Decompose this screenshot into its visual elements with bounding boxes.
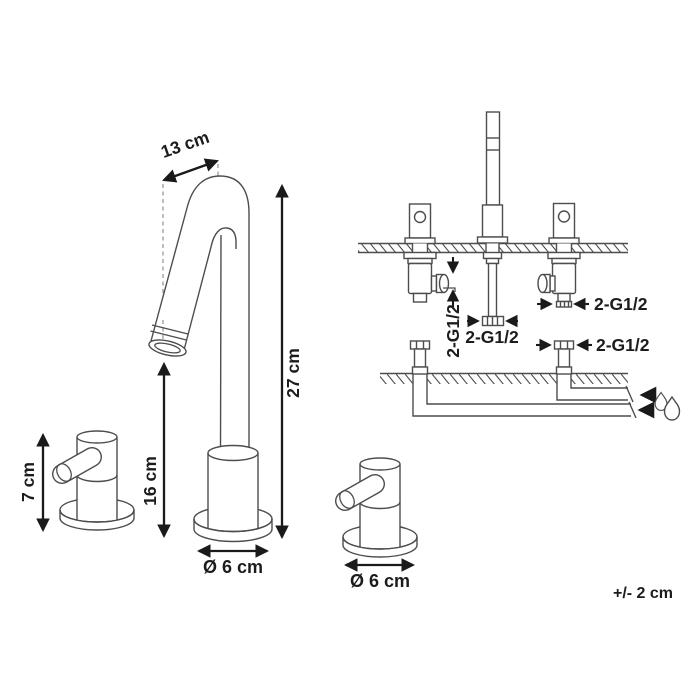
connection-label-right-valve: 2-G1/2 (594, 294, 648, 314)
spout-base-diameter-label: Ø 6 cm (203, 557, 263, 577)
pipe-break-mark (625, 385, 634, 403)
handle-height-label: 7 cm (18, 462, 38, 502)
installation-diagram: 2-G1/2 2-G1/2 (358, 111, 681, 421)
left-valve-cutaway: 2-G1/2 (403, 203, 463, 358)
connection-label-spout-shank: 2-G1/2 (465, 327, 519, 347)
water-drops-icon (654, 391, 681, 421)
handle-base-diameter-label: Ø 6 cm (350, 571, 410, 591)
spout-outlet-height-label: 16 cm (140, 456, 160, 506)
connection-label-supply-fitting: 2-G1/2 (596, 335, 650, 355)
pipe-break-mark (628, 401, 637, 419)
dim-handle-base-diameter: Ø 6 cm (343, 558, 416, 591)
dim-handle-height: 7 cm (18, 432, 50, 533)
connection-label-left-valve: 2-G1/2 (443, 304, 463, 358)
tap-body-drawing (193, 444, 273, 543)
tolerance-note: +/- 2 cm (613, 585, 673, 602)
dim-spout-base-diameter: Ø 6 cm (196, 544, 270, 577)
dim-spout-outlet-height: 16 cm (140, 361, 171, 539)
left-handle-drawing (54, 431, 134, 530)
right-valve-cutaway: 2-G1/2 (537, 202, 648, 314)
total-height-label: 27 cm (283, 348, 303, 398)
dim-total-height: 27 cm (275, 183, 303, 540)
water-inlet-arrows (637, 386, 657, 419)
tap-spout-drawing (148, 164, 250, 456)
dim-spout-reach: 13 cm (158, 127, 219, 183)
supply-hoses (412, 374, 637, 419)
right-supply-fitting: 2-G1/2 (536, 335, 650, 375)
left-supply-fitting (409, 340, 431, 375)
bottom-handle-drawing (337, 458, 417, 557)
spout-shank-cutaway: 2-G1/2 (465, 111, 519, 347)
spout-reach-label: 13 cm (158, 127, 211, 162)
